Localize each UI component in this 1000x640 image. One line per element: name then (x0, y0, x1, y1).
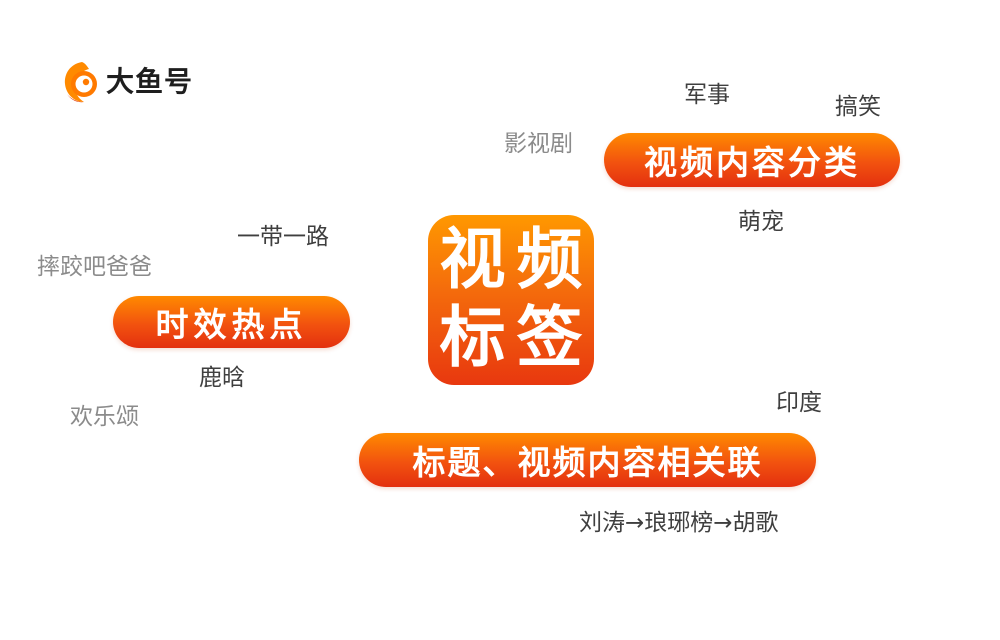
keyword-chain: 刘涛→琅琊榜→胡歌 (579, 510, 779, 536)
keyword-pets: 萌宠 (738, 209, 784, 235)
keyword-belt-road: 一带一路 (237, 224, 329, 250)
keyword-dad-where: 摔跤吧爸爸 (37, 254, 152, 280)
fish-logo-icon (64, 62, 97, 103)
center-char: 视 (439, 221, 506, 298)
keyword-tv-drama: 影视剧 (504, 131, 573, 157)
video-tags-tile: 视 频 标 签 (428, 215, 594, 385)
keyword-huanle: 欢乐颂 (70, 404, 139, 430)
title-relate-pill: 标题、视频内容相关联 (359, 433, 816, 487)
video-category-pill: 视频内容分类 (604, 133, 900, 187)
keyword-india: 印度 (776, 390, 822, 416)
brand-logo: 大鱼号 (62, 60, 193, 104)
center-char: 标 (439, 299, 506, 376)
center-char: 签 (516, 299, 583, 376)
center-char: 频 (516, 221, 583, 298)
hot-topics-pill: 时效热点 (113, 296, 350, 348)
keyword-military: 军事 (684, 82, 730, 108)
brand-name: 大鱼号 (106, 65, 194, 98)
keyword-luhan: 鹿晗 (199, 365, 245, 391)
keyword-funny: 搞笑 (835, 94, 881, 120)
